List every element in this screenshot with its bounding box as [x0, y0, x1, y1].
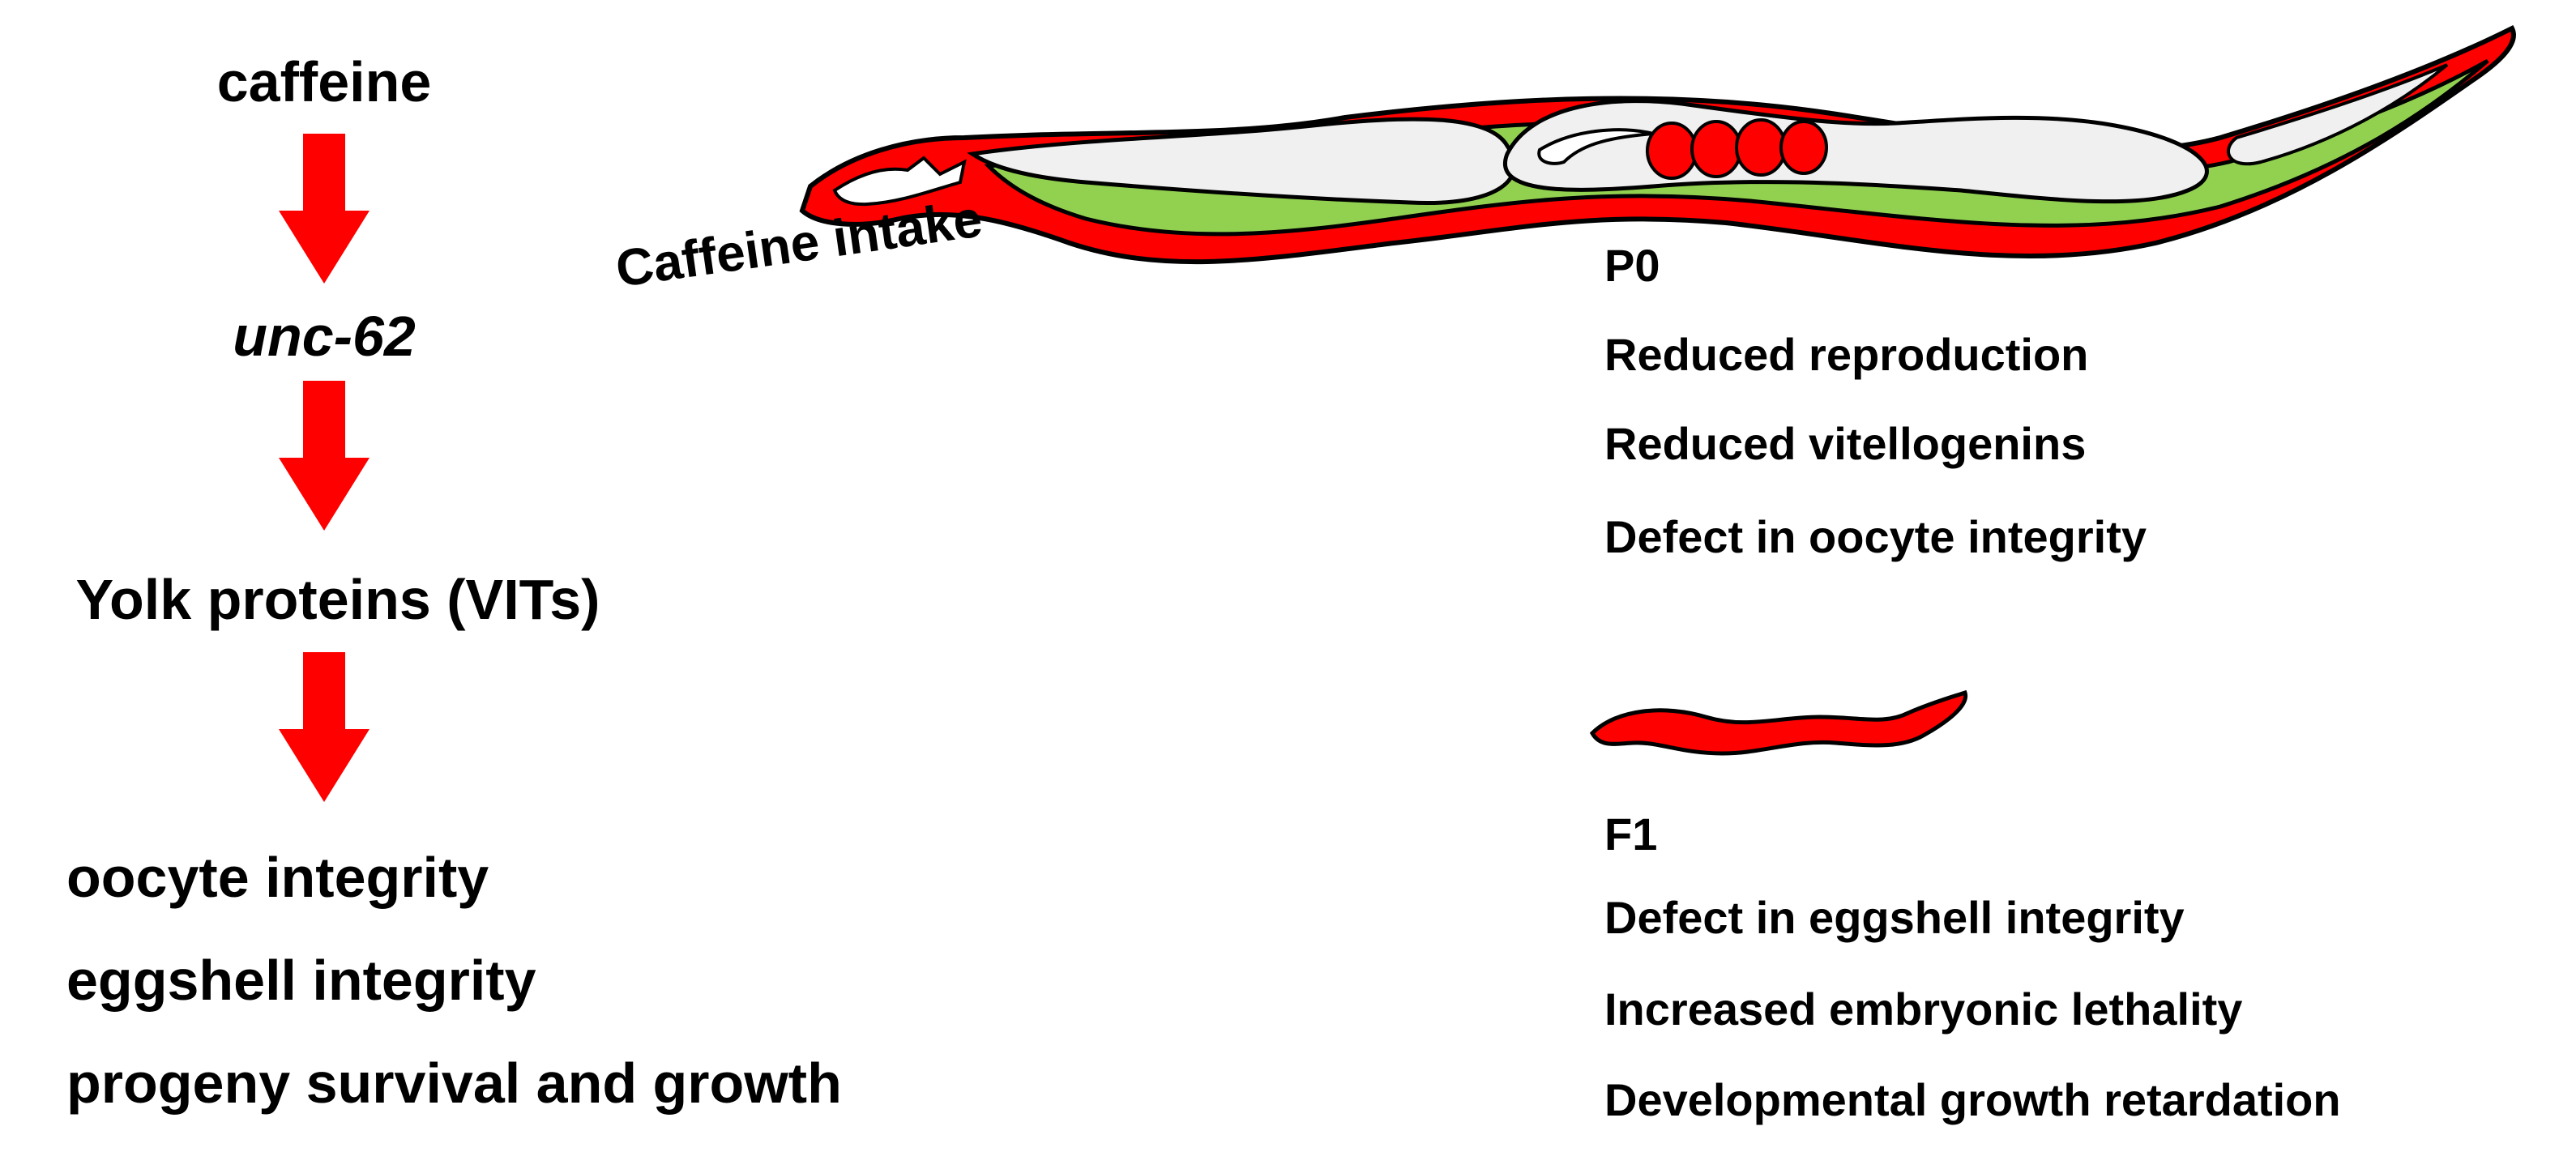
f1-effect-item: Developmental growth retardation	[1604, 1074, 2341, 1125]
larva-worm-illustration	[1589, 689, 1968, 756]
p0-effect-item: Reduced vitellogenins	[1604, 418, 2087, 469]
pathway-node-yolk-proteins: Yolk proteins (VITs)	[75, 568, 600, 631]
f1-effect-item: Increased embryonic lethality	[1604, 983, 2243, 1035]
down-arrow-icon	[279, 652, 370, 802]
worm-gonad-inner	[1537, 128, 1654, 165]
outcome-item: progeny survival and growth	[66, 1052, 842, 1115]
oocyte	[1779, 120, 1828, 175]
worm-pharynx	[832, 156, 967, 207]
p0-effect-item: Defect in oocyte integrity	[1604, 511, 2147, 562]
worm-gut-distal	[2227, 63, 2449, 166]
pathway-node-caffeine: caffeine	[216, 50, 432, 113]
f1-effect-item: Defect in eggshell integrity	[1604, 892, 2185, 943]
down-arrow-icon	[279, 134, 370, 284]
oocyte	[1646, 122, 1698, 180]
p0-effect-item: Reduced reproduction	[1604, 329, 2089, 380]
pathway-node-unc-62: unc-62	[233, 305, 416, 368]
adult-worm-illustration	[799, 24, 2516, 265]
oocyte	[1735, 118, 1787, 177]
outcome-item: oocyte integrity	[66, 846, 489, 909]
outcome-item: eggshell integrity	[66, 949, 536, 1012]
worm-gut	[967, 117, 1517, 206]
down-arrow-icon	[279, 381, 370, 531]
larva-body	[1589, 689, 1968, 756]
generation-label-p0: P0	[1604, 240, 1660, 291]
generation-label-f1: F1	[1604, 809, 1658, 860]
oocyte	[1690, 120, 1742, 178]
